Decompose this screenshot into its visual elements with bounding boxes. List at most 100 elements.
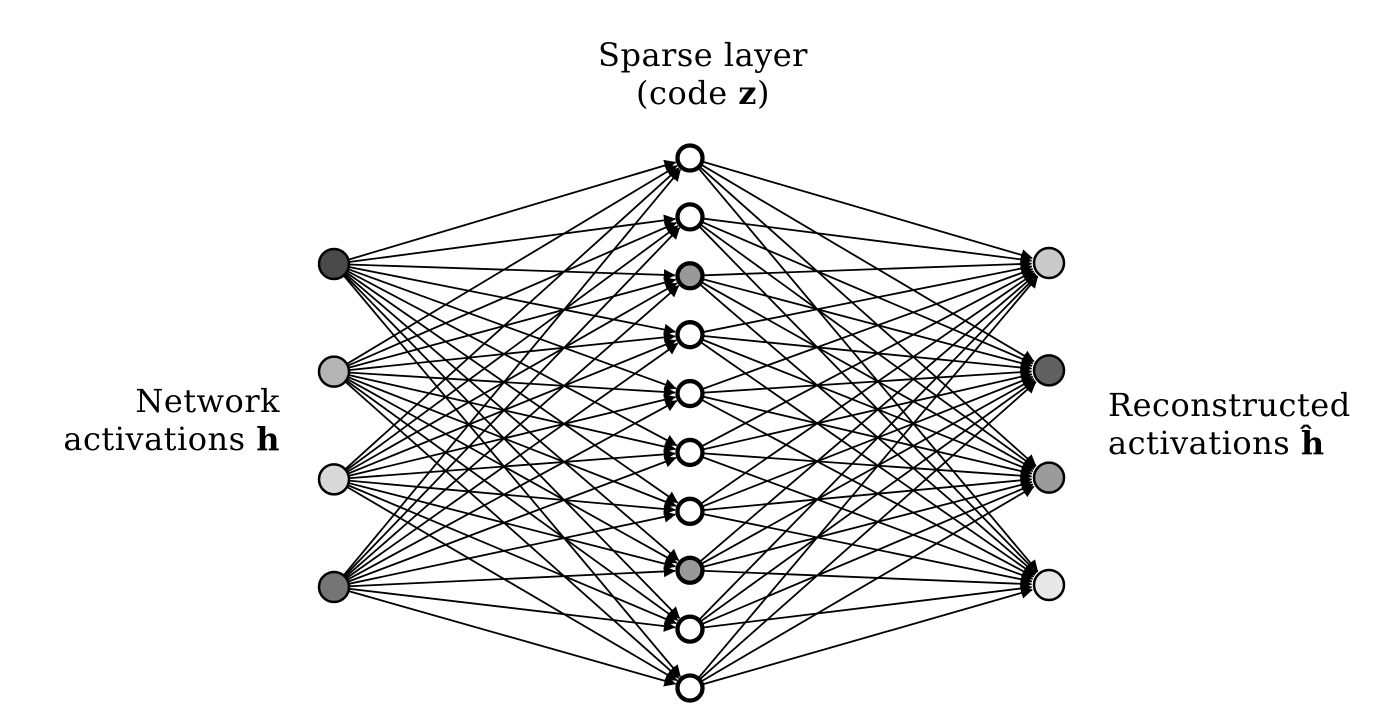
edge: [695, 218, 1034, 365]
output-label-line2: activations ĥ: [1108, 424, 1325, 462]
edge: [696, 334, 1033, 374]
edge: [695, 511, 1033, 585]
node-code-9: [675, 614, 705, 644]
node-input-3: [317, 463, 351, 496]
edge: [340, 374, 678, 564]
edge: [696, 366, 1033, 395]
title-line2: (code z): [636, 74, 770, 112]
edge: [694, 379, 1036, 627]
node-code-4: [675, 320, 705, 350]
edge: [695, 479, 1033, 570]
edge: [340, 266, 678, 447]
edge: [694, 161, 1037, 467]
edge: [695, 378, 1035, 568]
edge: [693, 220, 1038, 574]
edge: [694, 381, 1037, 685]
edge: [693, 162, 1039, 573]
node-input-2: [317, 355, 351, 388]
sparse-layer-title: Sparse layer (code z): [598, 36, 808, 112]
edge: [695, 267, 1034, 393]
edge: [694, 273, 1037, 567]
edge: [694, 272, 1036, 509]
edge: [340, 339, 677, 478]
title-line1: Sparse layer: [598, 36, 808, 74]
edge: [696, 569, 1033, 590]
node-code-1: [675, 143, 705, 173]
edge: [694, 485, 1035, 686]
output-label-line1: Reconstructed: [1108, 386, 1351, 424]
edge: [694, 337, 1036, 576]
edge: [341, 276, 677, 371]
edge: [340, 159, 677, 263]
edge: [696, 582, 1033, 630]
layer-input: [317, 247, 351, 604]
edge: [340, 588, 677, 687]
edge: [695, 375, 1034, 510]
edge: [339, 342, 679, 584]
output-layer-label: Reconstructed activations ĥ: [1108, 386, 1351, 462]
edge: [695, 336, 1034, 473]
edge: [696, 451, 1033, 482]
edge: [340, 282, 678, 477]
edge: [694, 160, 1035, 363]
edge: [339, 164, 678, 369]
edge: [340, 373, 677, 508]
node-code-10: [675, 673, 705, 703]
edge: [695, 453, 1034, 581]
node-code-3: [675, 261, 705, 291]
edge: [341, 479, 676, 515]
edge: [693, 275, 1039, 684]
edge: [341, 511, 676, 587]
edge: [695, 587, 1033, 688]
node-output-1: [1032, 246, 1066, 280]
edge: [341, 263, 676, 281]
node-output-2: [1032, 354, 1066, 387]
edge: [339, 375, 680, 679]
edge: [338, 269, 682, 678]
edge: [694, 219, 1036, 469]
node-code-2: [675, 202, 705, 232]
edge: [696, 258, 1033, 277]
edge: [338, 268, 681, 619]
edge: [695, 278, 1035, 470]
input-label-line1: Network: [135, 382, 280, 420]
edge: [696, 216, 1033, 266]
edge: [341, 393, 676, 479]
node-input-4: [317, 570, 351, 604]
edge: [340, 221, 677, 370]
edge: [338, 168, 682, 582]
edge: [340, 265, 677, 391]
edge: [341, 448, 676, 480]
edge: [340, 456, 677, 586]
edge: [695, 394, 1033, 477]
edge: [695, 483, 1034, 628]
node-output-4: [1032, 568, 1066, 602]
node-input-1: [317, 247, 351, 281]
edge: [341, 480, 677, 570]
edge: [694, 279, 1037, 575]
edge: [696, 474, 1033, 512]
node-code-8: [675, 555, 705, 585]
edge: [338, 227, 681, 583]
edge: [341, 372, 676, 453]
edge: [695, 270, 1035, 451]
input-layer-label: Network activations h: [63, 382, 280, 458]
edge: [693, 274, 1038, 626]
edge: [339, 268, 680, 562]
edge: [340, 399, 678, 585]
edge: [341, 264, 676, 336]
input-label-line2: activations h: [63, 420, 280, 458]
edge: [341, 586, 676, 632]
edge: [338, 167, 680, 475]
edge: [339, 225, 679, 476]
node-code-7: [675, 496, 705, 526]
layer-output: [1032, 246, 1066, 602]
edge: [695, 276, 1033, 369]
node-code-6: [675, 437, 705, 468]
edge: [339, 267, 679, 504]
edge: [341, 214, 676, 264]
edge: [695, 158, 1033, 261]
node-code-5: [675, 378, 705, 409]
